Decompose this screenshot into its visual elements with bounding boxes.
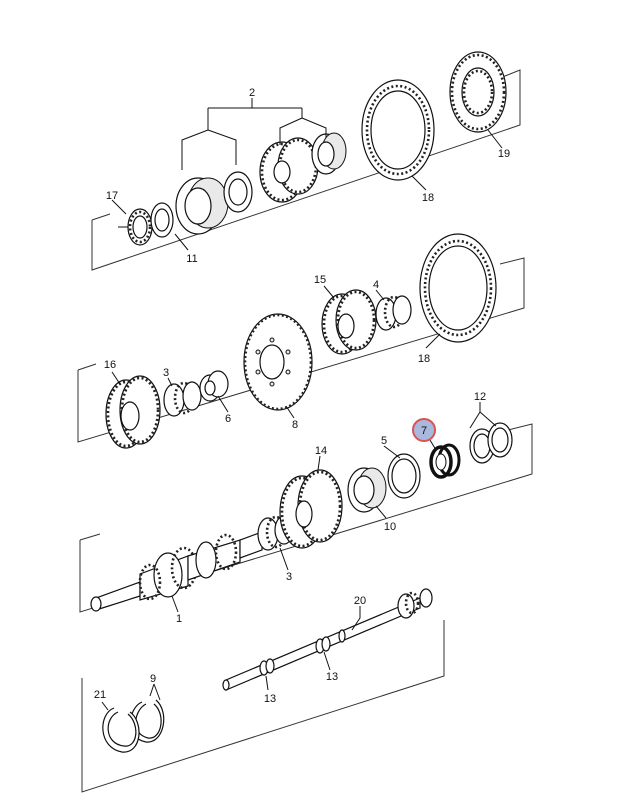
callout-13-right: 13	[326, 671, 338, 683]
part-7-washer	[429, 443, 461, 479]
callout-10: 10	[384, 521, 396, 533]
bearing-3-middle	[163, 381, 202, 417]
callout-21: 21	[94, 689, 106, 701]
gear-14	[279, 469, 343, 549]
callout-13-left: 13	[264, 693, 276, 705]
gear-16	[105, 375, 161, 449]
synchro-sleeve-18-upper	[361, 79, 435, 181]
highlight-marker[interactable]	[412, 418, 436, 442]
callout-14: 14	[315, 445, 327, 457]
callout-4: 4	[373, 279, 379, 291]
callout-3-lower: 3	[286, 571, 292, 583]
callout-12: 12	[474, 391, 486, 403]
washer-11	[150, 202, 174, 238]
bearing-10	[347, 467, 387, 513]
callout-5: 5	[381, 435, 387, 447]
callout-1: 1	[176, 613, 182, 625]
callout-2: 2	[249, 87, 255, 99]
callout-3-middle: 3	[163, 367, 169, 379]
callout-19: 19	[498, 148, 510, 160]
snap-ring-21	[102, 707, 140, 753]
callout-7-highlight[interactable]: 7	[412, 418, 436, 442]
callout-20: 20	[354, 595, 366, 607]
counter-shaft-20	[222, 588, 433, 691]
callout-6: 6	[225, 413, 231, 425]
panel-counter-shaft	[81, 588, 445, 793]
callout-18-middle: 18	[418, 353, 430, 365]
sleeve-6	[199, 370, 229, 402]
main-shaft-1	[90, 531, 263, 612]
bearing-4	[375, 295, 412, 331]
panel-main-shaft	[79, 402, 533, 613]
callout-8: 8	[292, 419, 298, 431]
callout-labels: 2 17 11 18 19 4 15 16 3 6 8 18 12 7 5 14…	[94, 87, 510, 705]
callout-16: 16	[104, 359, 116, 371]
callout-18-upper: 18	[422, 192, 434, 204]
gear-8	[243, 313, 313, 411]
callout-7[interactable]: 7	[421, 425, 427, 437]
gear-15	[321, 289, 377, 355]
callout-17: 17	[106, 190, 118, 202]
rings-12	[469, 422, 513, 464]
bearing-17	[127, 208, 153, 246]
bearing-2-right	[311, 132, 347, 175]
bearing-2-left	[175, 171, 253, 235]
callout-11: 11	[186, 253, 197, 265]
snap-ring-5	[387, 453, 421, 499]
gear-upper-center	[259, 137, 319, 203]
panel-middle-gear-set	[77, 233, 525, 449]
callout-9: 9	[150, 673, 156, 685]
panel-upper-gear-set	[91, 51, 521, 271]
callout-15: 15	[314, 274, 326, 286]
synchro-sleeve-18-middle	[419, 233, 497, 343]
gear-19	[449, 51, 507, 133]
